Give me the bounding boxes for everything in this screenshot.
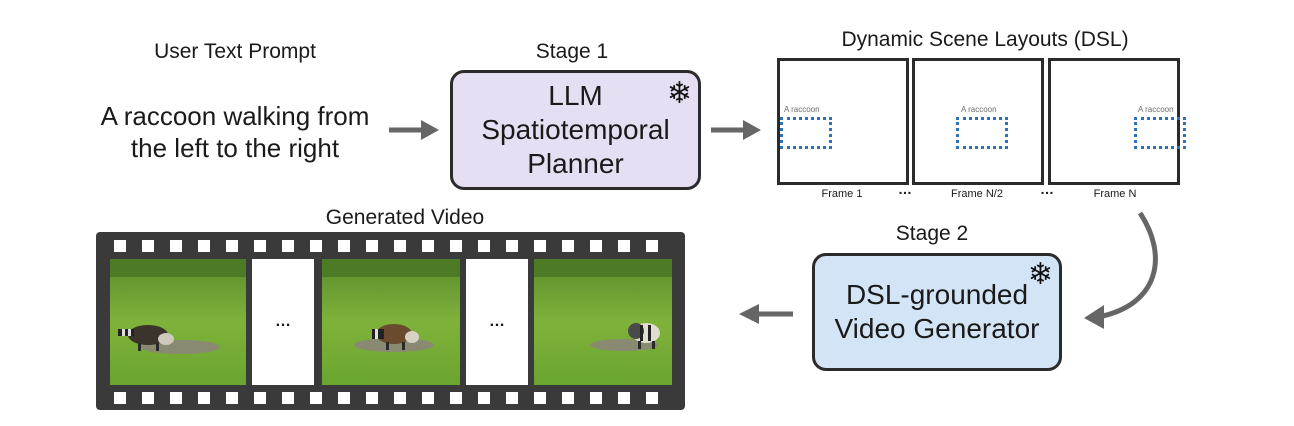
planner-box-label: LLM Spatiotemporal Planner xyxy=(481,80,670,179)
frame-ellipsis: … xyxy=(1040,181,1055,197)
frame-object-label: A raccoon xyxy=(1138,105,1174,114)
snowflake-icon: ❄ xyxy=(1027,258,1053,291)
raccoon-icon xyxy=(628,323,660,349)
video-frame-gap: … xyxy=(252,259,314,385)
raccoon-icon xyxy=(118,325,174,351)
frame-object-label: A raccoon xyxy=(961,105,997,114)
planner-box: LLM Spatiotemporal Planner ❄ xyxy=(450,70,701,190)
video-frame-image xyxy=(322,259,460,385)
generator-box-label: DSL-grounded Video Generator xyxy=(834,279,1040,344)
video-frame-image xyxy=(110,259,246,385)
frame-label-1: Frame 1 xyxy=(821,188,863,200)
video-frame-gap: … xyxy=(466,259,528,385)
raccoon-icon xyxy=(372,324,419,350)
stage2-title: Stage 2 xyxy=(895,222,969,245)
dsl-title: Dynamic Scene Layouts (DSL) xyxy=(841,28,1129,51)
stage1-title: Stage 1 xyxy=(535,40,609,63)
frame-label-n: Frame N xyxy=(1093,188,1137,200)
generator-box: DSL-grounded Video Generator ❄ xyxy=(812,253,1062,371)
video-title: Generated Video xyxy=(325,206,485,229)
curved-arrow-icon xyxy=(1084,211,1158,329)
filmstrip: … … xyxy=(96,232,685,410)
bounding-box xyxy=(956,117,1008,149)
video-frame-n xyxy=(534,259,672,385)
dsl-frame-mid: A raccoon xyxy=(912,58,1044,185)
dsl-frame-n: A raccoon xyxy=(1048,58,1186,185)
video-frame-mid xyxy=(322,259,460,385)
arrow-right-icon xyxy=(389,120,439,140)
arrow-right-icon xyxy=(711,120,761,140)
dsl-frame-1: A raccoon xyxy=(777,58,909,185)
video-frame-1 xyxy=(110,259,246,385)
user-prompt-title: User Text Prompt xyxy=(154,40,316,63)
frame-ellipsis: … xyxy=(898,181,913,197)
bounding-box xyxy=(1134,117,1186,149)
video-frame-image xyxy=(534,259,672,385)
bounding-box xyxy=(780,117,832,149)
arrow-left-icon xyxy=(739,304,793,324)
snowflake-icon: ❄ xyxy=(666,77,692,110)
frame-label-mid: Frame N/2 xyxy=(951,188,1003,200)
frame-object-label: A raccoon xyxy=(784,105,820,114)
user-prompt-text: A raccoon walking from the left to the r… xyxy=(100,101,370,163)
